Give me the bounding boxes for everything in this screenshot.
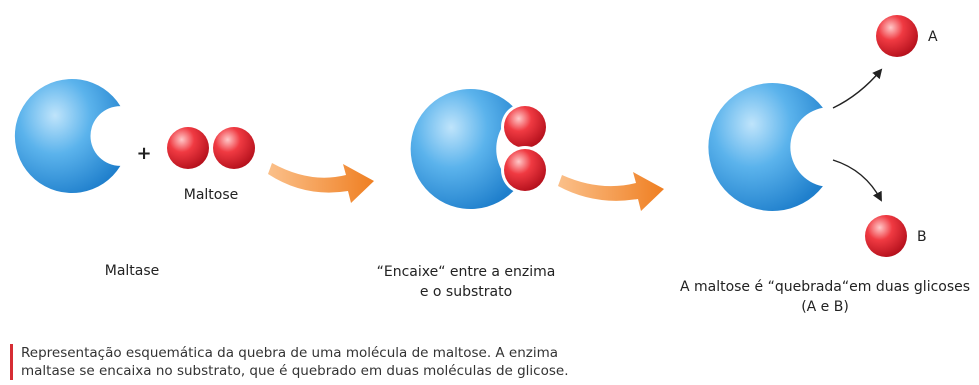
glucose-a [873, 12, 921, 60]
enzyme-diagram: + Maltose A B Maltase “Encaixe“ entre a … [14, 12, 971, 315]
reaction-arrow-1 [268, 163, 374, 203]
release-arrow-a [832, 68, 883, 109]
glucose-b [862, 212, 910, 260]
maltose-molecule [164, 124, 258, 172]
reaction-arrow-2 [558, 172, 664, 211]
fit-label-line1: “Encaixe“ entre a enzima [377, 264, 556, 280]
glucose-a-label: A [928, 29, 938, 45]
break-label-line2: (A e B) [801, 299, 849, 315]
glucose-b-label: B [917, 229, 927, 245]
maltase-enzyme [14, 79, 121, 193]
maltase-label: Maltase [105, 263, 160, 279]
break-label-line1: A maltose é “quebrada“em duas glicoses [680, 279, 970, 295]
plus-sign: + [136, 143, 151, 164]
figure-caption: Representação esquemática da quebra de u… [10, 344, 781, 380]
caption-line-2: maltase se encaixa no substrato, que é q… [21, 363, 569, 379]
release-arrow-b [832, 159, 882, 202]
enzyme-substrate-complex-maltose [501, 103, 549, 194]
released-enzyme [708, 83, 823, 211]
maltose-label: Maltose [184, 187, 239, 203]
fit-label-line2: e o substrato [420, 284, 512, 300]
enzyme-substrate-complex-enzyme [410, 89, 518, 210]
caption-line-1: Representação esquemática da quebra de u… [21, 345, 559, 361]
